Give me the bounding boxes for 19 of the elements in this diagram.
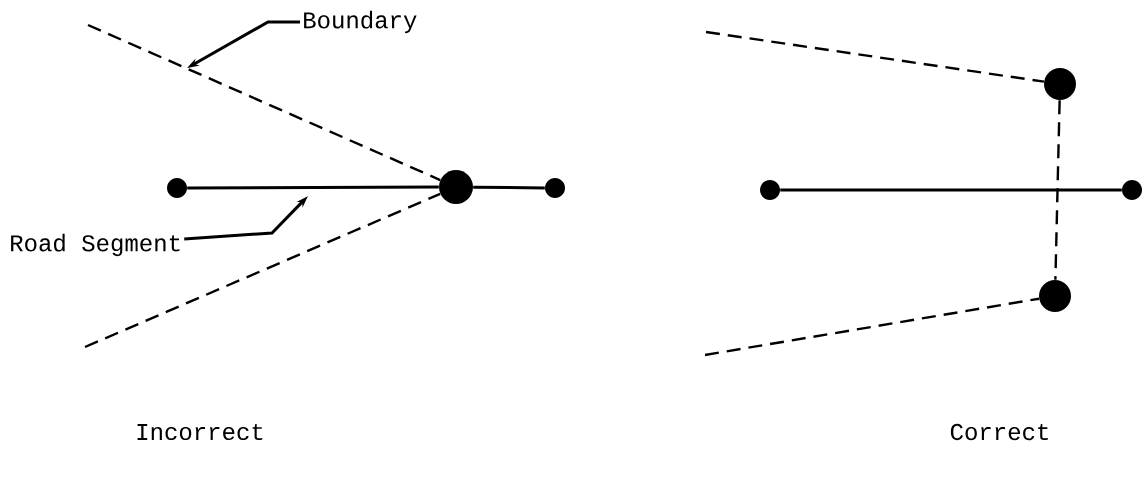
road-segment-line <box>187 185 439 190</box>
boundary-line <box>704 297 1040 357</box>
boundary-line <box>1054 100 1061 280</box>
road-segment-line <box>473 185 545 190</box>
boundary-line <box>705 30 1045 83</box>
boundary-line <box>87 23 441 182</box>
dot <box>760 180 780 200</box>
boundary-line <box>84 192 441 349</box>
dot <box>167 178 187 198</box>
dot <box>1044 68 1076 100</box>
road-segment-line <box>780 188 1122 192</box>
callout-label: Boundary <box>304 10 417 34</box>
caption-label: Correct <box>950 423 1048 441</box>
callout-label: Road Segment <box>11 233 180 257</box>
dot <box>1122 180 1142 200</box>
dot <box>439 170 473 204</box>
caption-label: Incorrect <box>137 423 263 441</box>
dot <box>545 178 565 198</box>
dot <box>1039 280 1071 312</box>
